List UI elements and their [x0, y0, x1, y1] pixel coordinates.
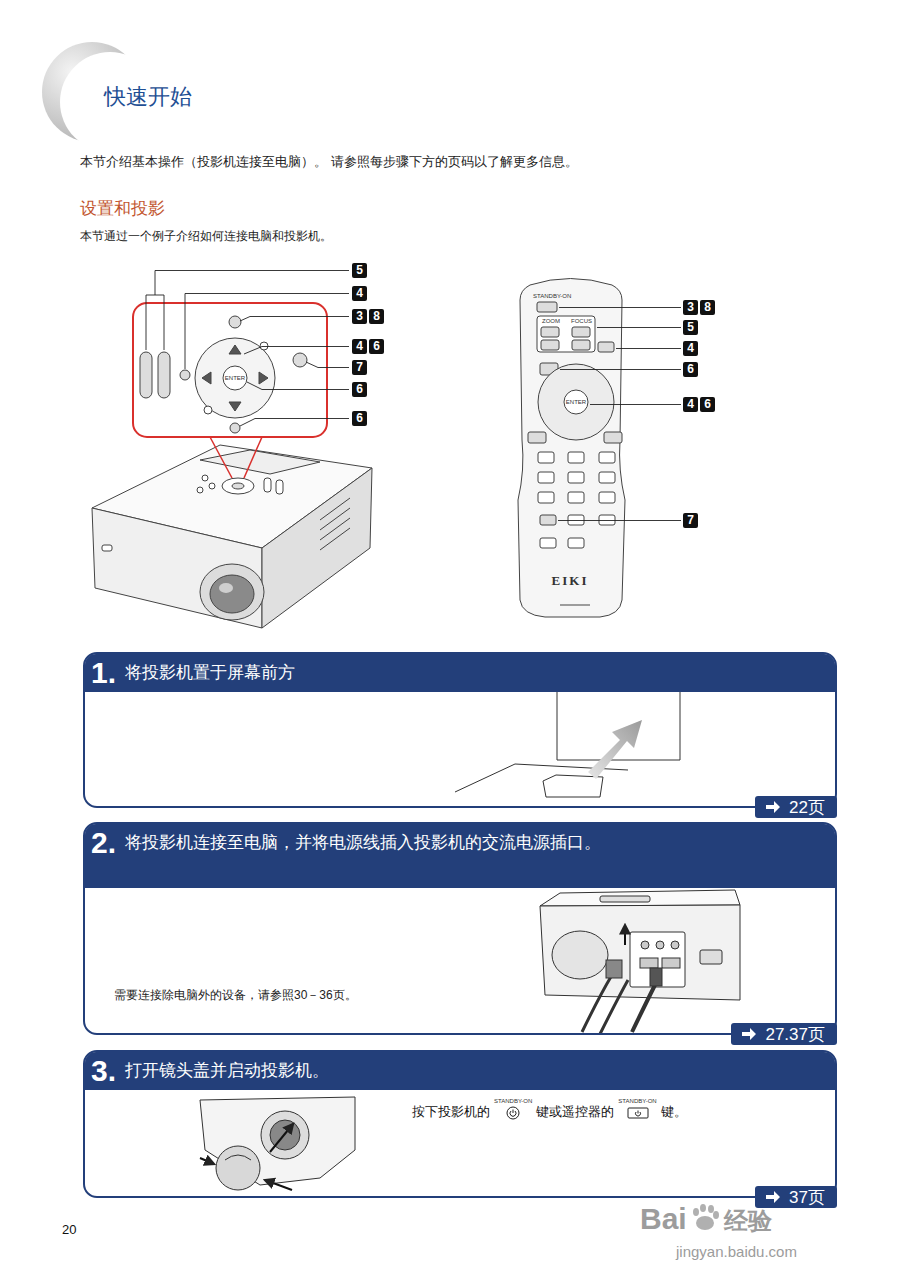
section-text: 本节通过一个例子介绍如何连接电脑和投影机。	[80, 228, 332, 245]
intro-text: 本节介绍基本操作（投影机连接至电脑）。 请参照每步骤下方的页码以了解更多信息。	[80, 153, 578, 171]
callout-number: 6	[700, 397, 715, 412]
key-label: STANDBY-ON	[494, 1098, 532, 1104]
page-ref-tab: 22页	[755, 796, 837, 818]
page-ref: 37页	[789, 1186, 825, 1209]
callout-number: 7	[683, 513, 698, 528]
step-panel: 2.将投影机连接至电脑，并将电源线插入投影机的交流电源插口。需要连接除电脑外的设…	[83, 822, 837, 1035]
callout-number: 8	[369, 309, 384, 324]
callout-number: 5	[683, 320, 698, 335]
step-number: 2.	[91, 824, 116, 862]
instruction-text: 按下投影机的	[412, 1104, 490, 1120]
control-panel-zoom	[133, 303, 327, 478]
callout-number: 6	[683, 362, 698, 377]
remote-drawing	[518, 279, 625, 618]
page-number: 20	[62, 1222, 76, 1237]
step2-illustration	[540, 890, 740, 1034]
step-number: 3.	[91, 1052, 116, 1090]
callout-number: 4	[683, 341, 698, 356]
step-heading: 将投影机置于屏幕前方	[125, 654, 295, 692]
page-title: 快速开始	[104, 82, 192, 112]
page-ref: 27.37页	[765, 1023, 825, 1046]
standby-key-symbol	[627, 1106, 649, 1120]
callout-number: 8	[700, 300, 715, 315]
arrow-symbol	[765, 1191, 781, 1203]
arrow-symbol	[741, 1028, 757, 1040]
button-label: FOCUS	[571, 318, 592, 324]
arrow-symbol	[765, 801, 781, 813]
section-heading: 设置和投影	[80, 197, 165, 220]
key-icon: STANDBY-ON	[494, 1098, 532, 1120]
step-heading: 将投影机连接至电脑，并将电源线插入投影机的交流电源插口。	[125, 824, 601, 862]
step-panel: 3.打开镜头盖并启动投影机。按下投影机的 STANDBY-ON 键或遥控器的 STAN…	[83, 1050, 837, 1198]
button-label: ZOOM	[542, 318, 560, 324]
callout-number: 3	[352, 309, 367, 324]
instruction-line: 按下投影机的 STANDBY-ON 键或遥控器的 STANDBY-ON 键。	[412, 1098, 687, 1120]
key-icon: STANDBY-ON	[618, 1098, 656, 1120]
page-ref: 22页	[789, 796, 825, 819]
watermark: 经验	[724, 1209, 772, 1233]
button-label: ENTER	[566, 399, 586, 405]
projector-drawing	[92, 445, 372, 628]
key-label: STANDBY-ON	[618, 1098, 656, 1104]
watermark: Bai	[640, 1204, 687, 1234]
callout-number: 4	[352, 339, 367, 354]
callout-number: 6	[352, 411, 367, 426]
step1-illustration	[455, 690, 680, 797]
leader-lines	[146, 271, 349, 427]
page-ref-tab: 37页	[755, 1186, 837, 1208]
page-ref-tab: 27.37页	[731, 1023, 837, 1045]
step-note: 需要连接除电脑外的设备，请参照30－36页。	[114, 987, 357, 1004]
callout-number: 4	[683, 397, 698, 412]
callout-number: 6	[352, 382, 367, 397]
step3-illustration	[200, 1097, 355, 1190]
brand-name: EIKI	[552, 574, 589, 587]
leader-lines	[558, 308, 681, 521]
callout-number: 4	[352, 286, 367, 301]
watermark-paw	[693, 1204, 719, 1230]
step-number: 1.	[91, 654, 116, 692]
step-heading: 打开镜头盖并启动投影机。	[125, 1052, 329, 1090]
instruction-text: 键或遥控器的	[536, 1104, 614, 1120]
watermark: jingyan.baidu.com	[676, 1244, 797, 1259]
step-panel: 1.将投影机置于屏幕前方22页	[83, 652, 837, 808]
callout-number: 5	[352, 263, 367, 278]
button-label: ENTER	[225, 375, 245, 381]
callout-number: 7	[352, 360, 367, 375]
button-label: STANDBY-ON	[533, 293, 571, 299]
callout-number: 6	[369, 339, 384, 354]
callout-number: 3	[683, 300, 698, 315]
instruction-text: 键。	[661, 1104, 687, 1120]
standby-key-symbol	[505, 1106, 521, 1120]
